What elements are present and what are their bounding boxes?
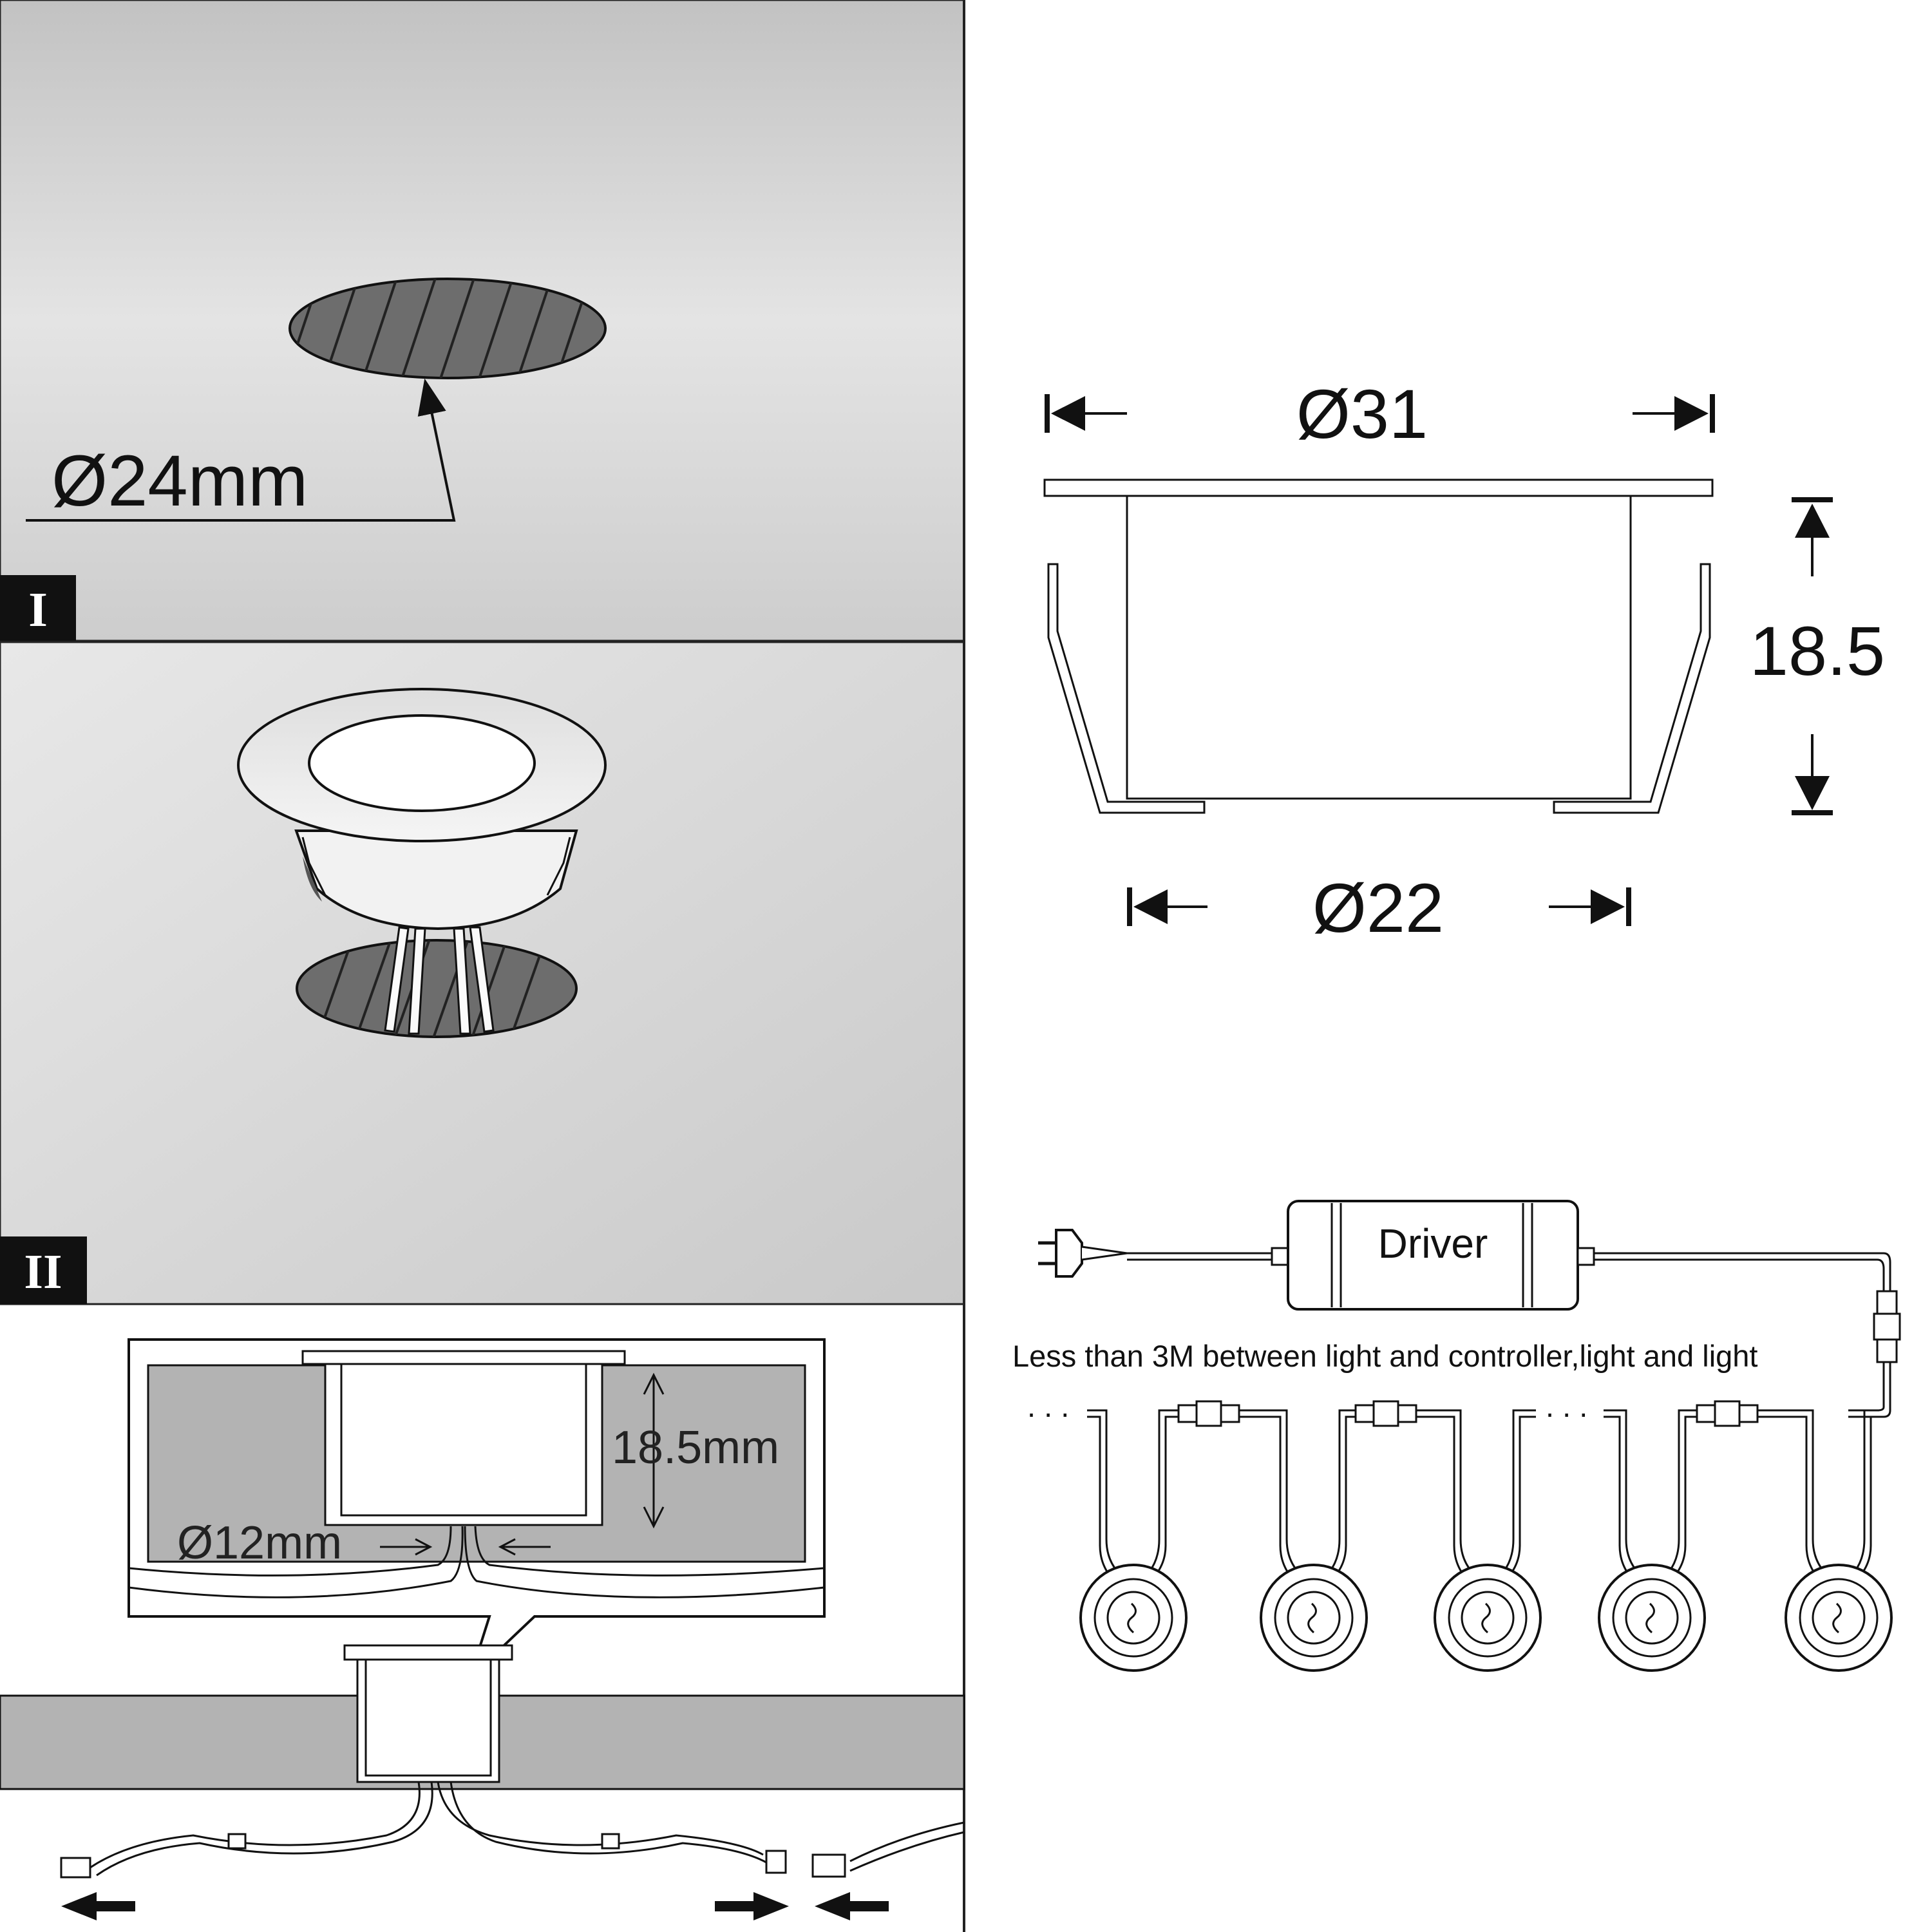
top-diameter-dimension: Ø31 [1045, 375, 1715, 453]
cable-connector [60, 1857, 91, 1879]
section-callout-box: 18.5mm Ø12mm [128, 1338, 826, 1679]
deck-light-unit [237, 688, 607, 1035]
top-diameter-label: Ø31 [1296, 375, 1428, 453]
light-chain: . . . . . . [1027, 1389, 1893, 1672]
inline-connector [1177, 1400, 1240, 1427]
cable-hole-dimension: Ø12mm [177, 1517, 551, 1569]
direction-arrows [61, 1892, 889, 1920]
bottom-diameter-dimension: Ø22 [1127, 869, 1631, 947]
svg-text:. . .: . . . [1027, 1389, 1069, 1423]
inline-connector [1696, 1400, 1759, 1427]
deck-light [1598, 1409, 1706, 1672]
section-height-label: 18.5mm [612, 1422, 779, 1473]
wiring-diagram: Driver Less than 3M between light and co… [1012, 1200, 1901, 1672]
arrow-left-icon [815, 1892, 889, 1920]
hole-diameter-callout: Ø24mm [26, 378, 456, 522]
deck-board [0, 1644, 965, 1790]
panel-section-view: 18.5mm Ø12mm [0, 0, 965, 1932]
cable-connector [811, 1853, 846, 1878]
deck-light [1079, 1409, 1188, 1672]
height-dimension: 18.5 [1750, 497, 1885, 815]
hole-diameter-label: Ø24mm [52, 440, 308, 521]
cable-junction [227, 1833, 247, 1850]
panel-step-two: II [0, 641, 965, 1305]
light-profile [1043, 478, 1714, 814]
deck-light [1416, 1409, 1542, 1672]
bottom-diameter-label: Ø22 [1312, 869, 1444, 947]
cable-hole-label: Ø12mm [177, 1517, 342, 1569]
distance-note: Less than 3M between light and controlle… [1012, 1339, 1757, 1373]
inline-connector [1354, 1400, 1417, 1427]
svg-text:. . .: . . . [1546, 1389, 1587, 1423]
under-deck-wiring [60, 1781, 965, 1879]
height-label: 18.5 [1750, 612, 1885, 690]
deck-light [1757, 1409, 1893, 1672]
driver-label: Driver [1378, 1220, 1488, 1267]
mounting-hole [296, 939, 578, 1038]
step-badge-two: II [0, 1236, 87, 1304]
cable-connector [765, 1850, 787, 1874]
dimension-drawing: Ø31 18.5 Ø22 [1043, 375, 1885, 947]
plug-icon [1038, 1229, 1128, 1278]
svg-text:II: II [24, 1245, 62, 1299]
section-height-dimension: 18.5mm [612, 1372, 779, 1529]
section-cables [128, 1526, 825, 1598]
driver-box: Driver [1287, 1200, 1579, 1311]
arrow-left-icon [61, 1892, 135, 1920]
step-badge-one: I [0, 575, 76, 641]
deck-light [1239, 1409, 1368, 1672]
lead-wires [384, 926, 495, 1035]
panel-step-one: Ø24mm I [0, 0, 965, 642]
cable-junction [601, 1833, 620, 1850]
arrow-right-icon [715, 1892, 789, 1920]
svg-text:I: I [28, 583, 48, 637]
